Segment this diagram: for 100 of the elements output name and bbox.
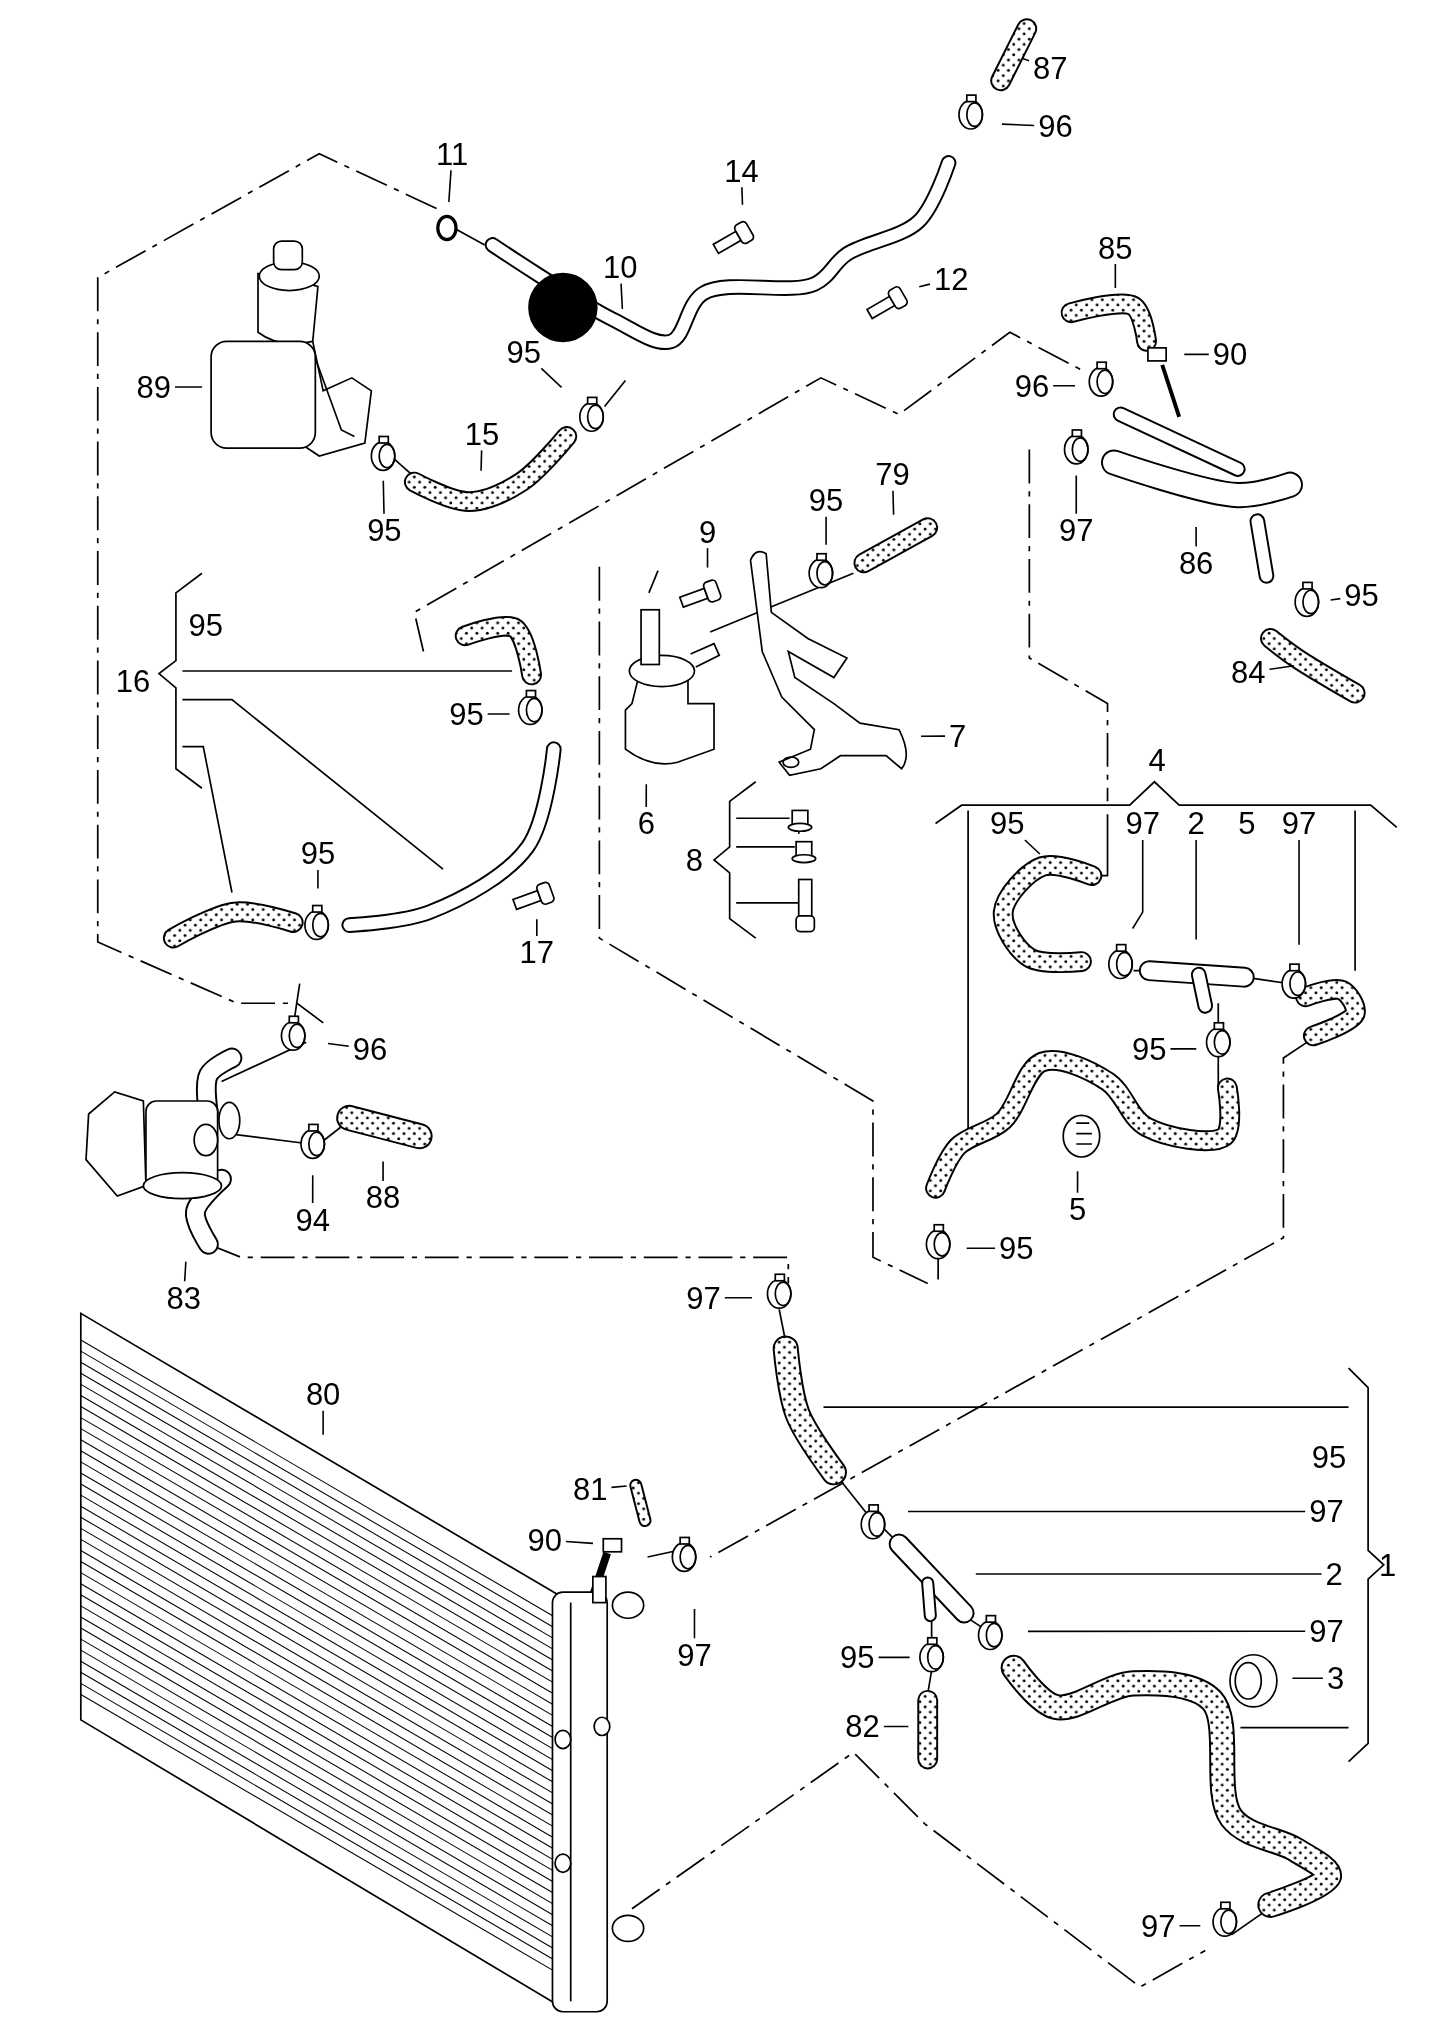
callout-number: 6 [636, 807, 656, 839]
leader-line [883, 1725, 910, 1728]
leader-line [311, 1174, 314, 1204]
callout-number: 95 [448, 698, 485, 730]
leader-line [1329, 597, 1342, 601]
callout-number: 95 [187, 609, 225, 641]
leader-line [610, 1485, 628, 1489]
callout-number: 97 [676, 1639, 713, 1671]
leader-line [1291, 1677, 1324, 1680]
leader-line [975, 1573, 1323, 1575]
callout-number: 7 [948, 720, 968, 752]
callout-number: 97 [1308, 1615, 1345, 1647]
leader-line [1169, 1048, 1198, 1050]
callout-number: 97 [1308, 1495, 1345, 1527]
callout-number: 84 [1230, 656, 1267, 688]
leader-line [1195, 526, 1197, 548]
callout-number: 83 [165, 1282, 202, 1314]
leader-line [1114, 263, 1117, 289]
leader-line [540, 367, 563, 389]
callout-number: 95 [839, 1641, 876, 1673]
callout-number: 95 [807, 484, 845, 516]
callout-number: 86 [1177, 547, 1215, 579]
leader-line [645, 783, 648, 808]
callout-number: 88 [364, 1181, 402, 1213]
leader-line [327, 1042, 350, 1047]
leader-line [907, 1510, 1306, 1513]
leader-line [536, 918, 538, 937]
callout-number: 15 [463, 418, 501, 450]
callout-number: 96 [1037, 110, 1074, 142]
leader-line [1131, 839, 1144, 930]
leader-line [1268, 665, 1295, 671]
callout-number: 89 [135, 371, 172, 403]
callout-number: 95 [1131, 1033, 1168, 1065]
leader-line [1195, 839, 1197, 941]
callout-number: 16 [114, 665, 152, 697]
leader-line [620, 282, 624, 310]
callout-number: 2 [1324, 1558, 1344, 1590]
callout-number: 96 [351, 1033, 389, 1065]
callout-number: 14 [723, 155, 760, 187]
leader-line [382, 479, 385, 515]
leader-line [693, 1608, 696, 1640]
callout-number: 97 [1140, 1910, 1177, 1942]
leader-line [1001, 123, 1035, 127]
callout-number: 10 [601, 251, 639, 283]
callout-number: 95 [505, 336, 542, 368]
callout-number: 81 [572, 1473, 609, 1505]
leader-line [706, 547, 709, 569]
leader-line [1052, 384, 1076, 387]
leader-line [1021, 57, 1030, 62]
leader-line [877, 1656, 911, 1659]
leader-line [1075, 474, 1078, 515]
callout-number: 82 [844, 1710, 881, 1742]
callout-number: 5 [1237, 807, 1257, 839]
leader-line [825, 516, 827, 546]
leader-line [918, 283, 931, 288]
callout-number: 96 [1013, 370, 1051, 402]
callout-number: 90 [526, 1524, 563, 1556]
callout-number: 17 [518, 936, 556, 968]
leader-line [174, 386, 203, 388]
leader-line [480, 449, 483, 472]
callout-number: 95 [1343, 579, 1380, 611]
callout-number: 95 [366, 514, 403, 546]
callout-number: 97 [1058, 514, 1095, 546]
leader-line [1076, 1170, 1079, 1194]
leader-line [1183, 353, 1210, 356]
callout-number: 5 [1067, 1193, 1088, 1225]
leader-line [322, 1409, 324, 1436]
callout-number: 80 [304, 1378, 342, 1410]
leader-line [1178, 1925, 1202, 1927]
leader-line [741, 186, 744, 206]
callout-number: 85 [1097, 232, 1134, 264]
callout-number: 2 [1186, 807, 1206, 839]
leader-line [382, 1160, 384, 1182]
callout-number: 4 [1147, 744, 1167, 776]
callout-number: 97 [1124, 807, 1161, 839]
callout-number: 95 [998, 1232, 1035, 1264]
leader-line [1024, 839, 1041, 855]
callout-number: 8 [684, 844, 705, 876]
leader-line [965, 1247, 996, 1250]
callout-number: 90 [1211, 338, 1249, 370]
leader-line [486, 713, 511, 715]
leader-line [565, 1540, 594, 1545]
callout-number: 95 [299, 837, 337, 869]
callout-number: 12 [932, 263, 970, 295]
callout-number: 1 [1378, 1549, 1398, 1581]
callout-number: 94 [294, 1204, 331, 1236]
callout-number: 97 [1280, 807, 1318, 839]
leader-line [183, 1261, 187, 1283]
leader-line [1027, 1630, 1306, 1633]
callout-number: 95 [988, 807, 1026, 839]
callout-number: 95 [1310, 1441, 1348, 1473]
callout-number: 97 [685, 1282, 722, 1314]
callout-number: 11 [435, 138, 470, 170]
leader-line [448, 169, 452, 203]
leader-line [920, 735, 946, 737]
leader-line [1298, 839, 1300, 946]
leader-line [317, 869, 319, 890]
callout-number: 79 [874, 458, 911, 490]
leader-line [724, 1296, 753, 1299]
callout-number: 9 [697, 516, 718, 548]
